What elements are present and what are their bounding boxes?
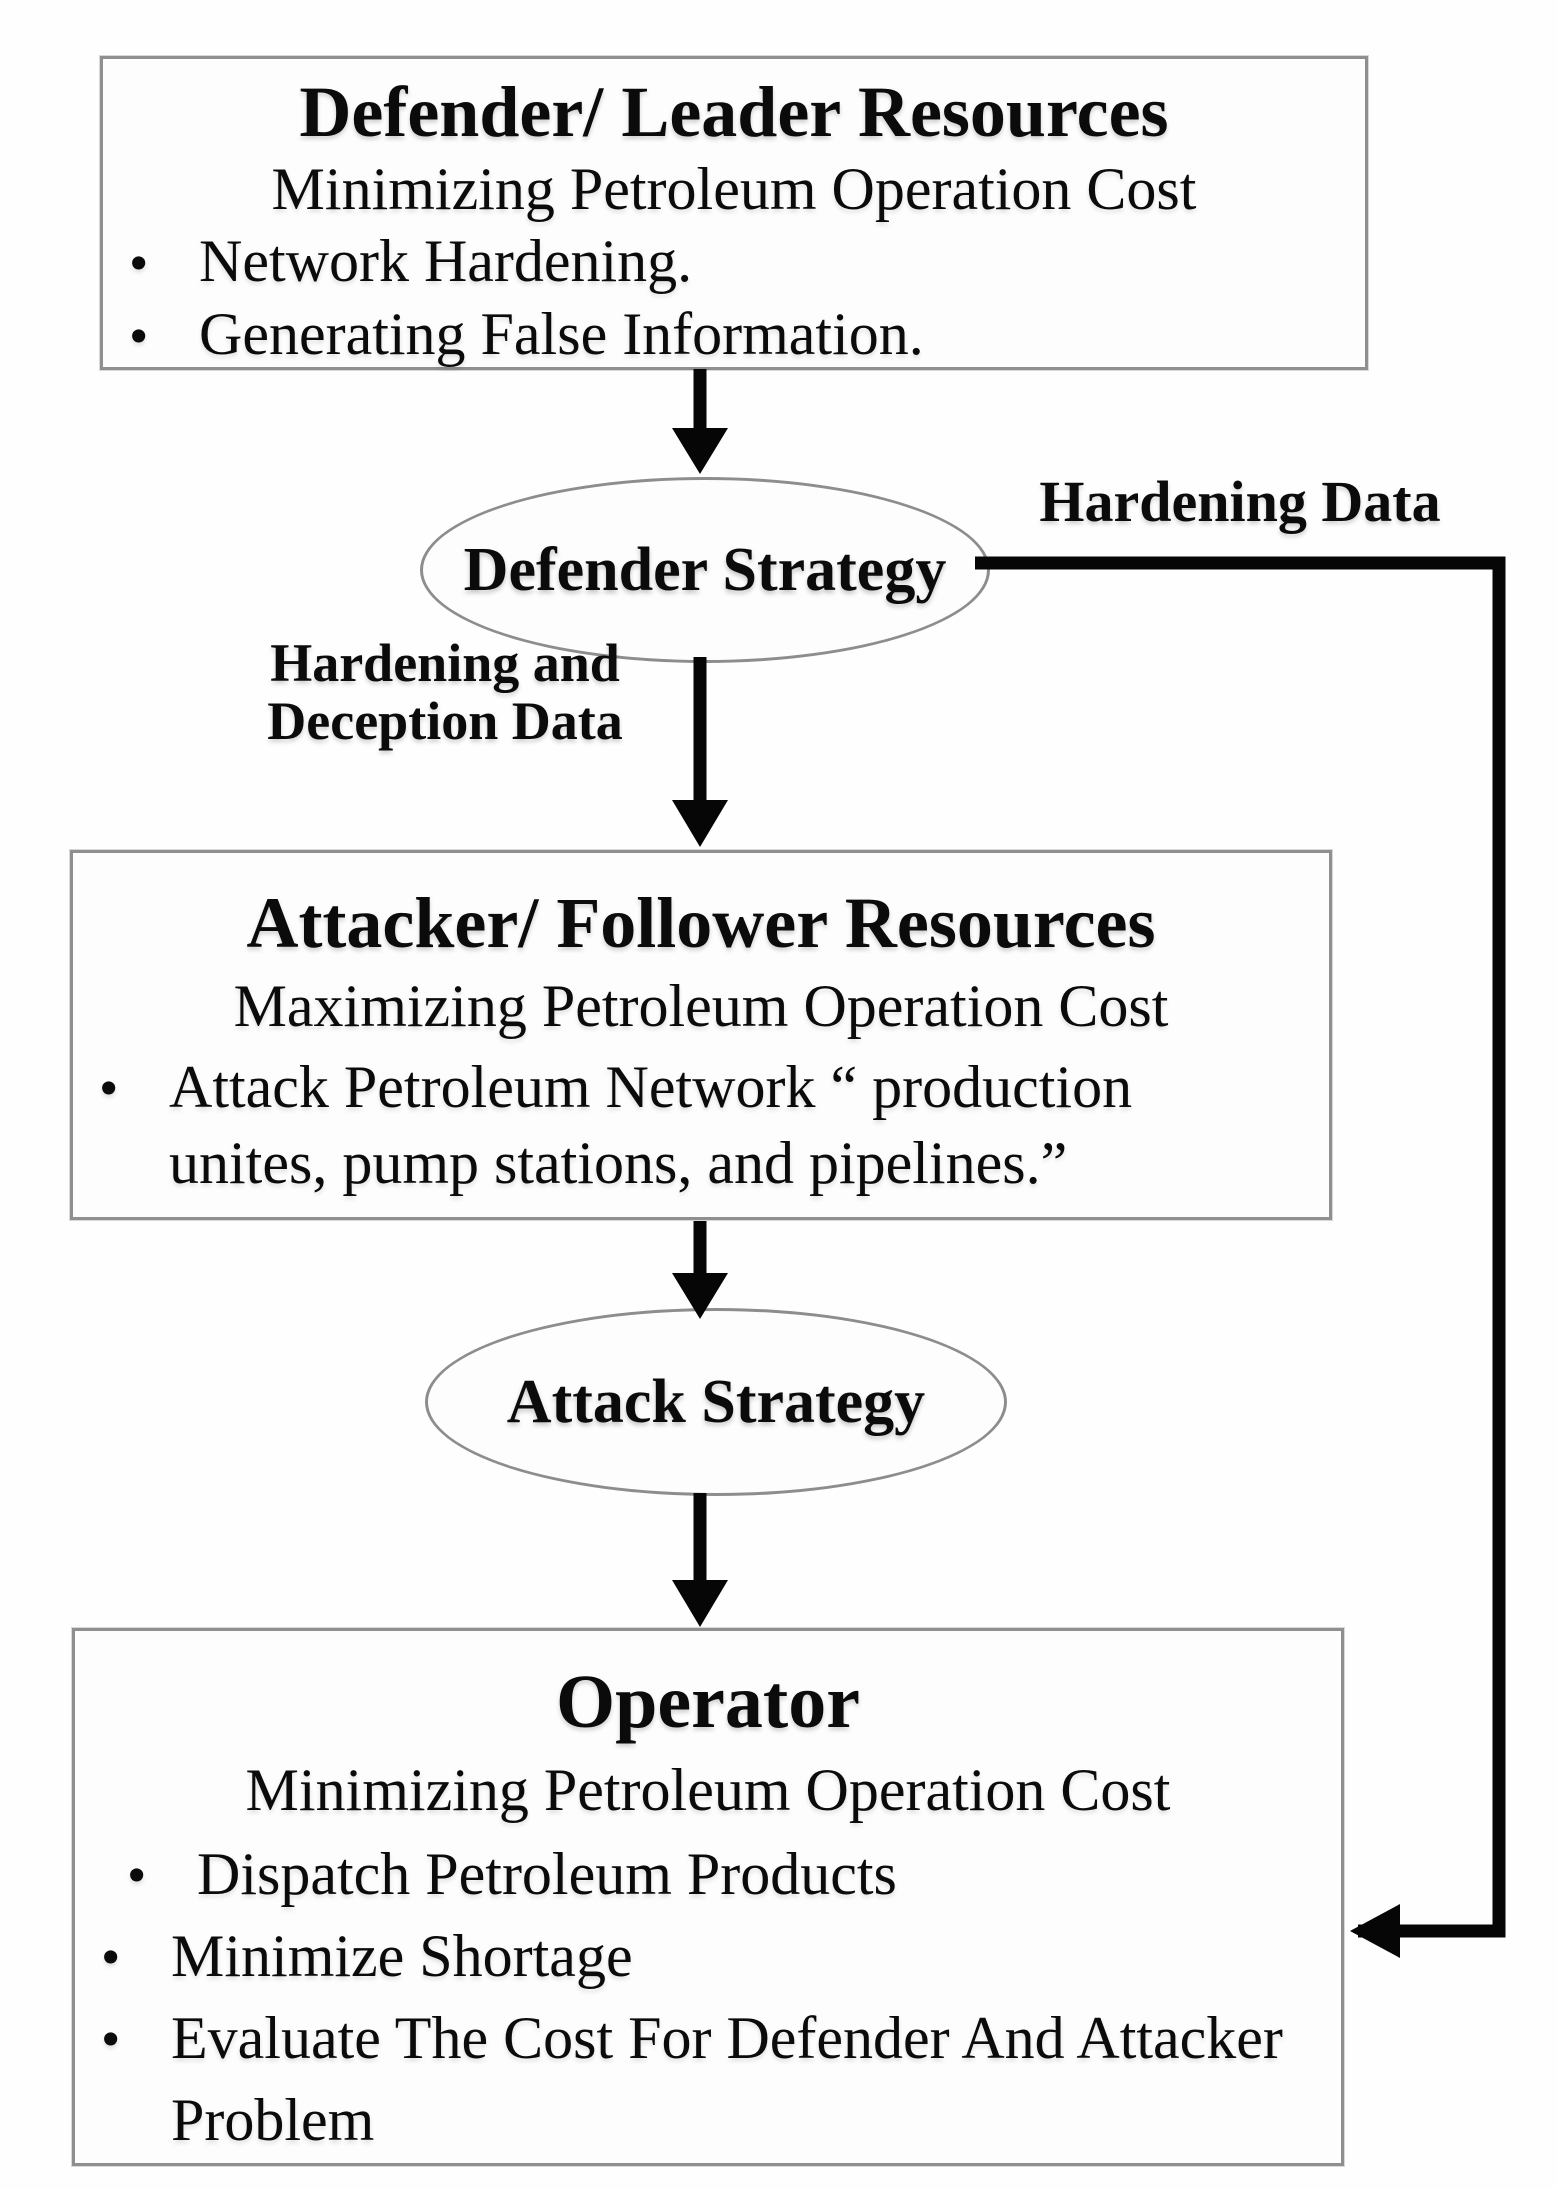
defender-strategy-label: Defender Strategy [463, 535, 947, 604]
operator-box-bullet-list: • Dispatch Petroleum Products • Minimize S… [75, 1833, 1341, 2161]
edge-label-line: Hardening and [270, 633, 620, 693]
list-item: • Evaluate The Cost For Defender And Atta… [75, 1997, 1321, 2161]
list-item: • Network Hardening. [103, 225, 1365, 298]
edge-label-hardening-data: Hardening Data [1039, 469, 1441, 534]
defender-box-title: Defender/ Leader Resources [299, 72, 1169, 152]
bullet-icon: • [101, 1926, 121, 1988]
attacker-box-title: Attacker/ Follower Resources [246, 883, 1156, 963]
bullet-icon: • [101, 2008, 121, 2070]
operator-box-title: Operator [556, 1660, 860, 1744]
operator-box: Operator Minimizing Petroleum Operation … [72, 1628, 1344, 2166]
bullet-icon: • [127, 1844, 147, 1906]
list-item: • Generating False Information. [103, 298, 1365, 371]
defender-box-subtitle: Minimizing Petroleum Operation Cost [271, 156, 1197, 222]
defender-strategy-node: Defender Strategy [420, 477, 990, 663]
defender-to-strategy-arrowhead [672, 428, 728, 474]
defender-leader-resources-box: Defender/ Leader Resources Minimizing Pe… [100, 56, 1368, 370]
bullet-text: Generating False Information. [199, 301, 924, 367]
attack-strategy-to-operator-arrowhead [672, 1580, 728, 1627]
list-item: • Dispatch Petroleum Products [75, 1833, 1321, 1915]
strategy-to-attacker-arrowhead [672, 800, 728, 847]
list-item: • Attack Petroleum Network “ production u… [73, 1049, 1299, 1201]
attack-strategy-label: Attack Strategy [506, 1367, 926, 1436]
bullet-icon: • [129, 305, 149, 367]
bullet-icon: • [99, 1057, 119, 1119]
bullet-text: Evaluate The Cost For Defender And Attac… [171, 2005, 1283, 2153]
attacker-box-bullet-list: • Attack Petroleum Network “ production u… [73, 1049, 1329, 1201]
attack-strategy-node: Attack Strategy [425, 1308, 1007, 1496]
list-item: • Minimize Shortage [75, 1915, 1321, 1997]
defender-box-bullet-list: • Network Hardening. • Generating False In… [103, 225, 1365, 371]
bullet-text: Attack Petroleum Network “ production un… [169, 1054, 1133, 1196]
bullet-icon: • [129, 232, 149, 294]
attacker-box-subtitle: Maximizing Petroleum Operation Cost [233, 973, 1169, 1039]
operator-box-subtitle: Minimizing Petroleum Operation Cost [245, 1757, 1171, 1823]
bullet-text: Network Hardening. [199, 228, 693, 294]
bullet-text: Minimize Shortage [171, 1923, 633, 1989]
edge-label-hardening-and-deception: Hardening and Deception Data [238, 634, 652, 750]
bullet-text: Dispatch Petroleum Products [197, 1841, 897, 1907]
attacker-follower-resources-box: Attacker/ Follower Resources Maximizing … [70, 850, 1332, 1220]
edge-label-line: Deception Data [267, 691, 623, 751]
hardening-data-left-arrowhead [1350, 1904, 1400, 1958]
